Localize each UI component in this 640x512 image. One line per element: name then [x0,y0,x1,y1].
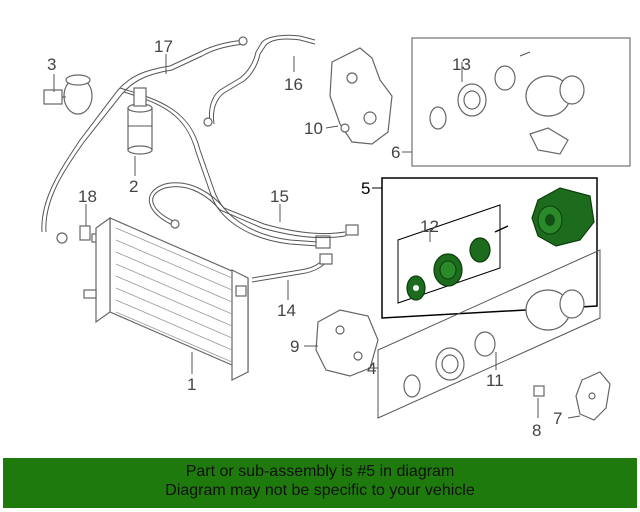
line-17-hose [41,36,248,244]
box-6-compressor-assembly [402,37,631,167]
part-7-bracket [575,371,611,421]
callout-15: 15 [270,187,289,206]
line-16-hose [203,34,316,127]
part-12-clutch-assembly [397,204,509,304]
part-2-receiver-drier [127,87,153,155]
callout-11: 11 [486,371,504,390]
part-13-clutch-parts [429,51,531,130]
callout-8: 8 [532,421,541,440]
part-1-condenser [83,216,249,381]
line-main-long [119,87,331,249]
callout-1: 1 [187,375,196,394]
callout-5: 5 [361,179,370,198]
callout-9: 9 [290,337,299,356]
callout-16: 16 [284,75,303,94]
callout-3: 3 [47,55,56,74]
banner-line-part: Part or sub-assembly is #5 in diagram [185,463,455,480]
callout-7: 7 [553,409,562,428]
ac-parts-diagram: 3 17 16 10 2 18 15 14 9 1 13 6 5 12 4 11… [41,34,631,440]
info-banner: Part or sub-assembly is #5 in diagram Di… [3,458,637,508]
callout-12: 12 [420,217,439,236]
line-14-hose [251,253,333,283]
banner-line-disclaimer: Diagram may not be specific to your vehi… [165,482,475,499]
callout-14: 14 [277,301,296,320]
callout-2: 2 [129,177,138,196]
line-15-hose [148,182,359,239]
callout-13: 13 [452,55,471,74]
callout-17: 17 [154,37,173,56]
part-10-bracket [329,47,393,145]
part-3-switch [43,74,93,115]
box-5-compressor-highlighted [372,177,598,319]
compressor-body [531,187,595,247]
callout-6: 6 [391,143,400,162]
part-8-bolt [533,385,545,397]
callout-18: 18 [78,187,97,206]
callout-10: 10 [304,119,323,138]
callout-4: 4 [367,359,376,378]
leader-lines [53,54,581,419]
box-4-compressor-assembly [368,249,601,419]
